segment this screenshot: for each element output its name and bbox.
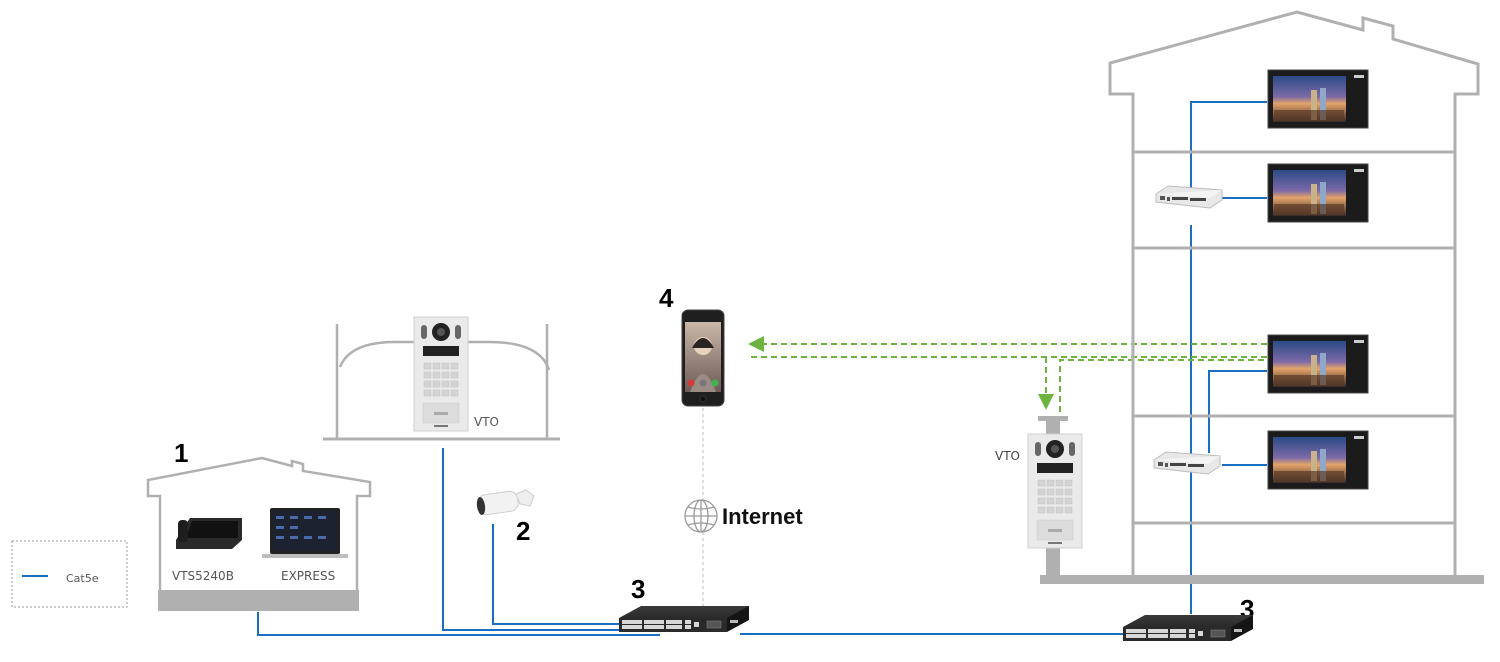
vts5240b-label: VTS5240B: [172, 569, 234, 583]
legend: Cat5e: [11, 540, 128, 608]
internet-label: Internet: [722, 504, 803, 529]
poe-hub-2[interactable]: [1153, 451, 1221, 475]
globe-icon: [684, 499, 718, 533]
entrance-gate: VTO: [323, 316, 560, 441]
cable-house-to-switch: [257, 612, 660, 636]
building-network-switch[interactable]: [1122, 614, 1254, 642]
indoor-monitor-4[interactable]: [1267, 430, 1369, 490]
cat5e-cables: [257, 101, 1267, 636]
express-laptop[interactable]: [262, 508, 348, 558]
indoor-monitor-3[interactable]: [1267, 334, 1369, 394]
vts5240b-master-station[interactable]: [176, 518, 242, 549]
label-number-2: 2: [516, 516, 530, 546]
building-ground: [1040, 575, 1484, 584]
apartment-building: [1040, 10, 1484, 584]
building-vto-label: VTO: [995, 449, 1020, 463]
label-number-1: 1: [174, 438, 188, 468]
mobile-phone[interactable]: [681, 309, 725, 407]
management-house: 1 VTS5240B EXPRESS: [146, 438, 372, 611]
gate-vto-label: VTO: [474, 415, 499, 429]
label-number-4: 4: [659, 283, 674, 313]
call-link-vto-to-monitor: [1059, 359, 1267, 412]
label-number-3-center: 3: [631, 574, 645, 604]
house-floor: [158, 590, 359, 611]
indoor-monitor-1[interactable]: [1267, 69, 1369, 129]
poe-hub-1[interactable]: [1155, 185, 1223, 209]
cable-gate-vto-to-switch: [442, 448, 620, 631]
legend-cat5e-label: Cat5e: [66, 572, 99, 585]
building-outline: [1108, 10, 1480, 578]
cable-hub1-to-monitor1: [1190, 101, 1267, 190]
gate-vto-panel[interactable]: [413, 316, 469, 432]
legend-box: [11, 540, 128, 608]
vto-pole-cap: [1038, 416, 1068, 421]
bullet-camera[interactable]: [476, 489, 535, 516]
building-vto-panel[interactable]: [1027, 433, 1083, 549]
cable-camera-to-switch: [492, 524, 620, 625]
center-network-switch[interactable]: [618, 605, 750, 633]
call-links: [748, 336, 1267, 412]
indoor-monitor-2[interactable]: [1267, 163, 1369, 223]
cable-hub2-to-monitor3: [1208, 370, 1267, 453]
express-label: EXPRESS: [281, 569, 335, 583]
building-vto: VTO: [995, 416, 1083, 580]
house-outline: [146, 456, 372, 592]
